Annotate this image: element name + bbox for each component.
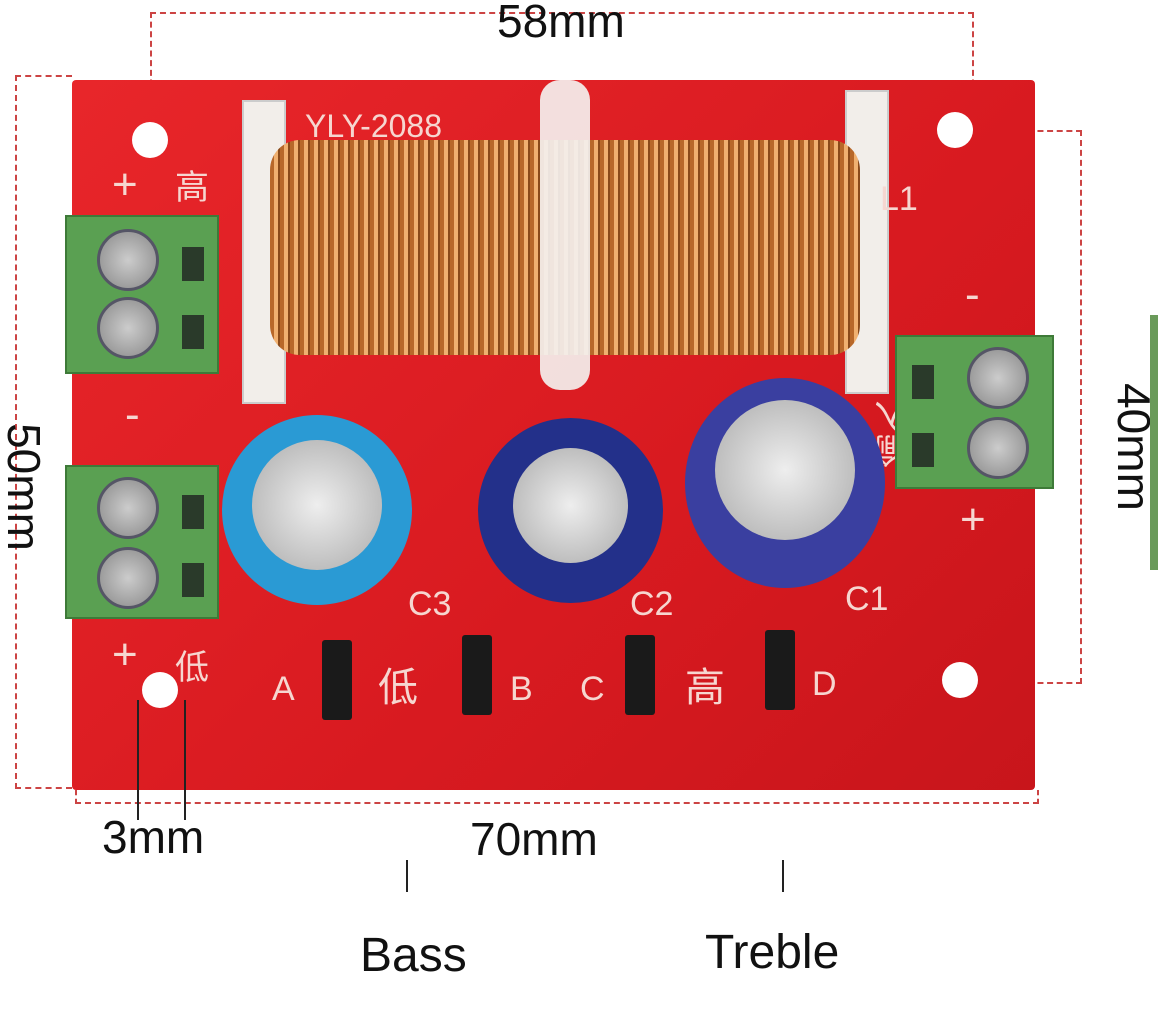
jumper-c-label: C [580,670,605,708]
high-label: 高 [175,169,209,207]
width-dimension: 58mm [497,0,625,47]
green-marker [1150,315,1158,570]
jumper-b [462,635,492,715]
height-dimension: 50mm [0,423,50,551]
capacitor-c1 [685,378,885,588]
jumper-a-label: A [272,670,295,708]
treble-label: Treble [705,926,840,979]
terminal-block-input [895,335,1054,489]
inductor-label: L1 [880,180,918,218]
top-dimension-line [150,12,974,124]
plus-label: + [112,160,138,209]
low-label: 低 [175,649,209,687]
cable-tie [540,80,590,390]
bass-label: Bass [360,929,467,982]
mount-hole [142,672,178,708]
bass-pointer [406,860,408,892]
c3-label: C3 [408,585,452,623]
mount-hole [942,662,978,698]
high-label: 高 [685,666,725,710]
hole-dimension: 3mm [102,811,205,863]
c2-label: C2 [630,585,674,623]
jumper-b-label: B [510,670,533,708]
mount-hole [132,122,168,158]
mount-hole [937,112,973,148]
jumper-a [322,640,352,720]
plus-label: + [112,630,138,679]
left-dimension-line [15,75,72,789]
model-label: YLY-2088 [305,108,443,144]
hole-dimension-line [137,700,186,820]
jumper-d-label: D [812,665,837,703]
capacitor-c3 [222,415,412,605]
terminal-block-low [65,465,219,619]
minus-label: - [125,390,140,439]
plus-label: + [960,495,986,544]
low-label: 低 [378,666,418,710]
c1-label: C1 [845,580,889,618]
bottom-dimension-line [75,790,1039,804]
capacitor-c2 [478,418,663,603]
length-dimension: 70mm [470,813,598,865]
minus-label: - [965,270,980,319]
treble-pointer [782,860,784,892]
terminal-block-high [65,215,219,374]
jumper-c [625,635,655,715]
jumper-d [765,630,795,710]
